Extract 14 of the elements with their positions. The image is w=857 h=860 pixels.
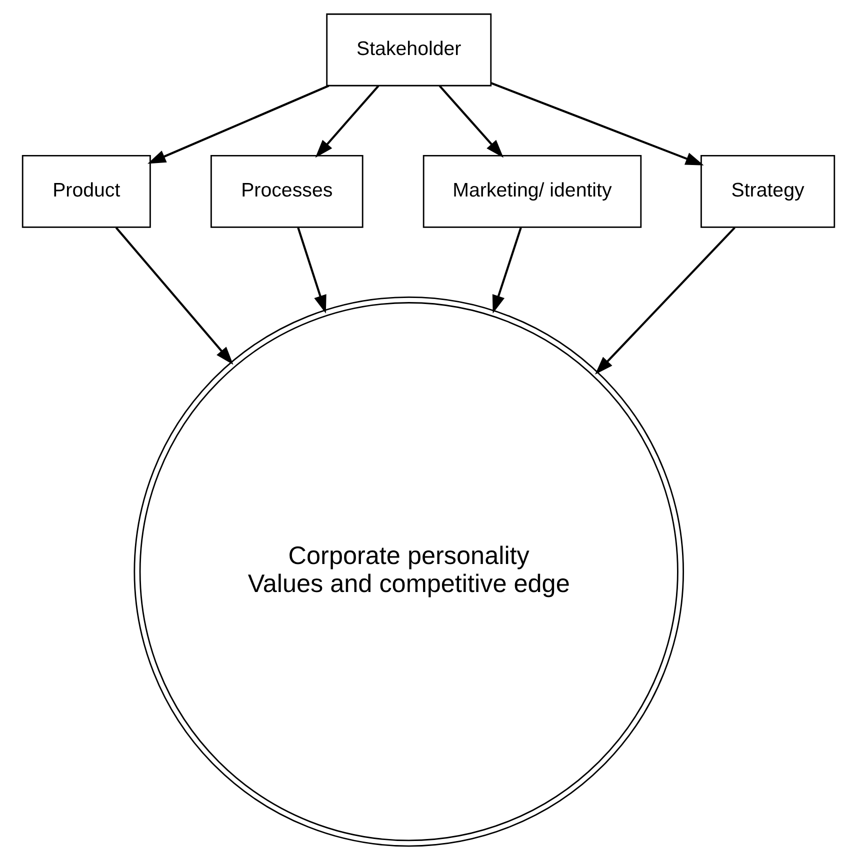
arrow <box>315 85 380 158</box>
arrow <box>438 85 504 158</box>
arrow <box>115 227 234 365</box>
arrow <box>148 84 330 164</box>
node-box: Processes <box>210 155 364 228</box>
node-box: Stakeholder <box>326 13 492 86</box>
node-box: Marketing/ identity <box>422 155 642 228</box>
node-circle: Corporate personality Values and competitive edge <box>134 296 684 847</box>
arrow <box>595 226 736 374</box>
arrow <box>297 227 326 314</box>
node-box: Strategy <box>700 155 836 228</box>
arrow <box>492 227 522 314</box>
arrow <box>490 82 704 166</box>
node-box: Product <box>22 155 151 228</box>
